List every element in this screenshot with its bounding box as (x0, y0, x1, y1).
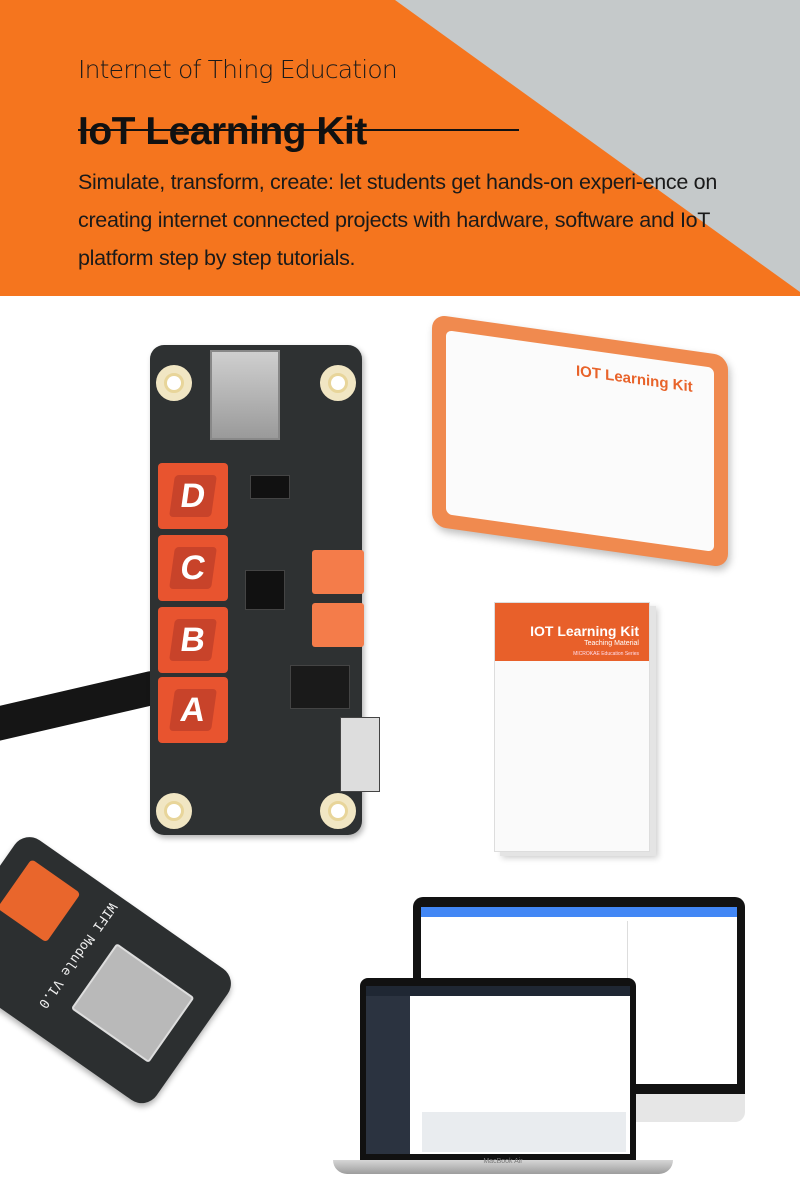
usb-port (210, 350, 280, 440)
ide-toolbar (421, 907, 737, 917)
key-a: A (158, 677, 228, 743)
key-b: B (158, 607, 228, 673)
mount-hole (156, 793, 192, 829)
power-jack (290, 665, 350, 709)
divider (78, 129, 519, 131)
key-c: C (158, 535, 228, 601)
book-series: MICROKAE Education Series (573, 651, 639, 657)
box-title: IOT Learning Kit (576, 362, 693, 396)
laptop-screen (366, 986, 630, 1154)
description: Simulate, transform, create: let student… (78, 170, 717, 270)
laptop-image (360, 978, 636, 1160)
chip (250, 475, 290, 499)
hero-banner: Internet of Thing Education IoT Learning… (0, 0, 800, 296)
usb-cable (0, 667, 172, 747)
code-panel (627, 921, 737, 1034)
kit-box-image: IOT Learning Kit (432, 314, 728, 568)
mount-hole (156, 365, 192, 401)
teaching-book-image: IOT Learning Kit Teaching Material MICRO… (494, 602, 650, 852)
page-title: IoT Learning Kit (78, 110, 367, 153)
relay-terminal (312, 550, 364, 594)
map-panel (422, 1112, 626, 1152)
book-title: IOT Learning Kit (530, 623, 639, 639)
key-label: C (169, 547, 217, 589)
key-label: D (169, 475, 217, 517)
key-label: A (169, 689, 217, 731)
book-subtitle: Teaching Material (584, 640, 639, 647)
mcu-chip (245, 570, 285, 610)
wifi-module-image: WIFI Module V1.0 (0, 830, 238, 1111)
book-cover-band: IOT Learning Kit Teaching Material MICRO… (495, 603, 649, 661)
key-d: D (158, 463, 228, 529)
sidebar (366, 996, 410, 1154)
eyebrow-text: Internet of Thing Education (78, 55, 398, 84)
mount-hole (320, 793, 356, 829)
controller-board-image: D C B A (150, 345, 380, 835)
mount-hole (320, 365, 356, 401)
laptop-label: MacBook Air (483, 1158, 523, 1165)
laptop-base: MacBook Air (333, 1158, 673, 1174)
relay-terminal (312, 603, 364, 647)
app-header (366, 986, 630, 996)
wifi-key (0, 859, 81, 943)
box-lid: IOT Learning Kit (446, 330, 714, 552)
esp-chip (70, 943, 195, 1064)
switch (340, 717, 380, 792)
key-label: B (169, 619, 217, 661)
